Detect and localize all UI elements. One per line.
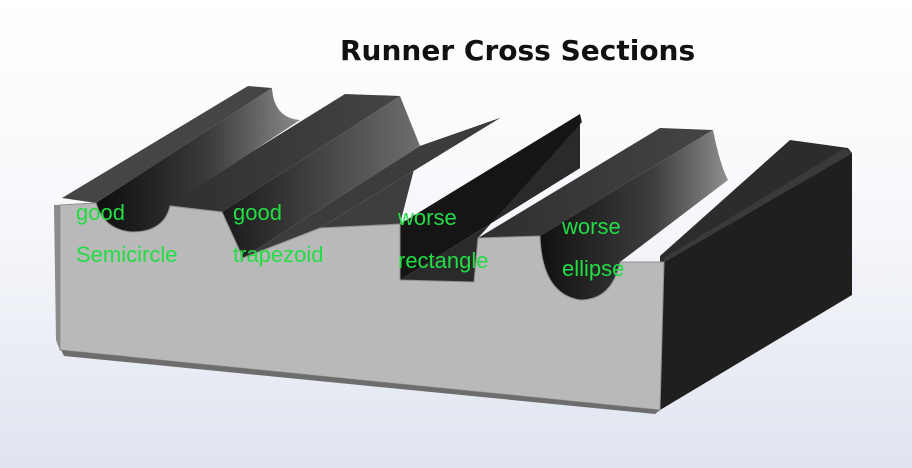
land-top-5 [664,148,852,262]
land-top-2 [166,94,400,212]
rectangle-rating-label: worse [398,205,457,230]
trapezoid-shape-label: trapezoid [233,242,324,267]
block-front-face [59,202,665,411]
channel-trapezoid-wall [222,96,420,258]
semicircle-rating-label: good [76,200,125,225]
channel-trapezoid-bottom [243,118,500,258]
rectangle-shape-label: rectangle [398,248,489,273]
channel-ellipse-wall [540,130,728,300]
trapezoid-rating-label: good [233,200,282,225]
block-left-bevel [54,205,60,350]
channel-rectangle-wall [400,114,580,280]
land-top-4 [478,128,713,238]
ellipse-shape-label: ellipse [562,256,625,281]
ellipse-rating-label: worse [562,214,621,239]
channel-semicircle-wall [96,88,300,232]
block-right-face [660,153,852,410]
semicircle-shape-label: Semicircle [76,242,178,267]
block-bottom-bevel [56,340,660,414]
land-top-1 [62,86,272,203]
diagram-title: Runner Cross Sections [340,34,696,67]
